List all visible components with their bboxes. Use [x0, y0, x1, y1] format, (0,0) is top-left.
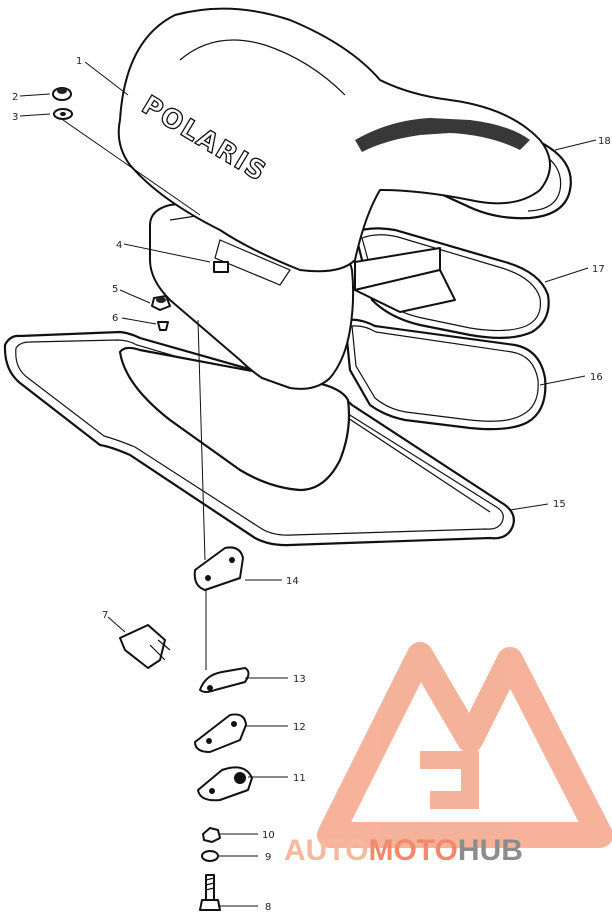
callout-18: 18 — [598, 136, 611, 147]
seat-cushion-1: POLARIS — [117, 7, 551, 390]
callout-8: 8 — [265, 902, 271, 913]
clip-4 — [213, 261, 229, 273]
callout-17: 17 — [592, 264, 605, 275]
bracket-14 — [193, 546, 244, 591]
tray-insert — [354, 247, 456, 313]
washer-9 — [201, 850, 219, 862]
plate-12 — [194, 713, 247, 753]
leader-lines — [19, 61, 597, 907]
callout-11: 11 — [293, 773, 306, 784]
plate-11 — [197, 766, 253, 802]
watermark-moto: MOTO — [368, 834, 457, 867]
callout-4: 4 — [116, 240, 122, 251]
hook-13 — [199, 667, 250, 693]
callout-10: 10 — [262, 830, 275, 841]
washer-3 — [53, 108, 73, 120]
callouts: 1 2 3 4 5 6 7 8 9 10 11 12 13 14 15 16 1… — [12, 56, 611, 913]
callout-5: 5 — [112, 284, 118, 295]
lead-3 — [62, 119, 201, 216]
callout-1: 1 — [76, 56, 82, 67]
latch-7 — [119, 624, 171, 669]
callout-16: 16 — [590, 372, 603, 383]
callout-12: 12 — [293, 722, 306, 733]
screw-6 — [157, 321, 169, 331]
svg-text:AUTOMOTOHUB: AUTOMOTOHUB — [284, 834, 523, 867]
watermark-hub: HUB — [458, 834, 523, 867]
nut-2 — [52, 87, 72, 101]
callout-15: 15 — [553, 499, 566, 510]
watermark-auto: AUTO — [284, 834, 368, 867]
bolt-8 — [199, 874, 221, 911]
callout-7: 7 — [102, 610, 108, 621]
callout-9: 9 — [265, 852, 271, 863]
nut-5 — [151, 295, 171, 311]
callout-2: 2 — [12, 92, 18, 103]
callout-14: 14 — [286, 576, 299, 587]
lead-latch-stack — [197, 319, 206, 561]
watermark-logo — [317, 642, 612, 848]
callout-6: 6 — [112, 313, 118, 324]
nut-10 — [202, 827, 221, 843]
callout-13: 13 — [293, 674, 306, 685]
watermark-text: AUTOMOTOHUB — [284, 834, 523, 867]
gasket-16 — [343, 318, 547, 431]
callout-3: 3 — [12, 112, 18, 123]
